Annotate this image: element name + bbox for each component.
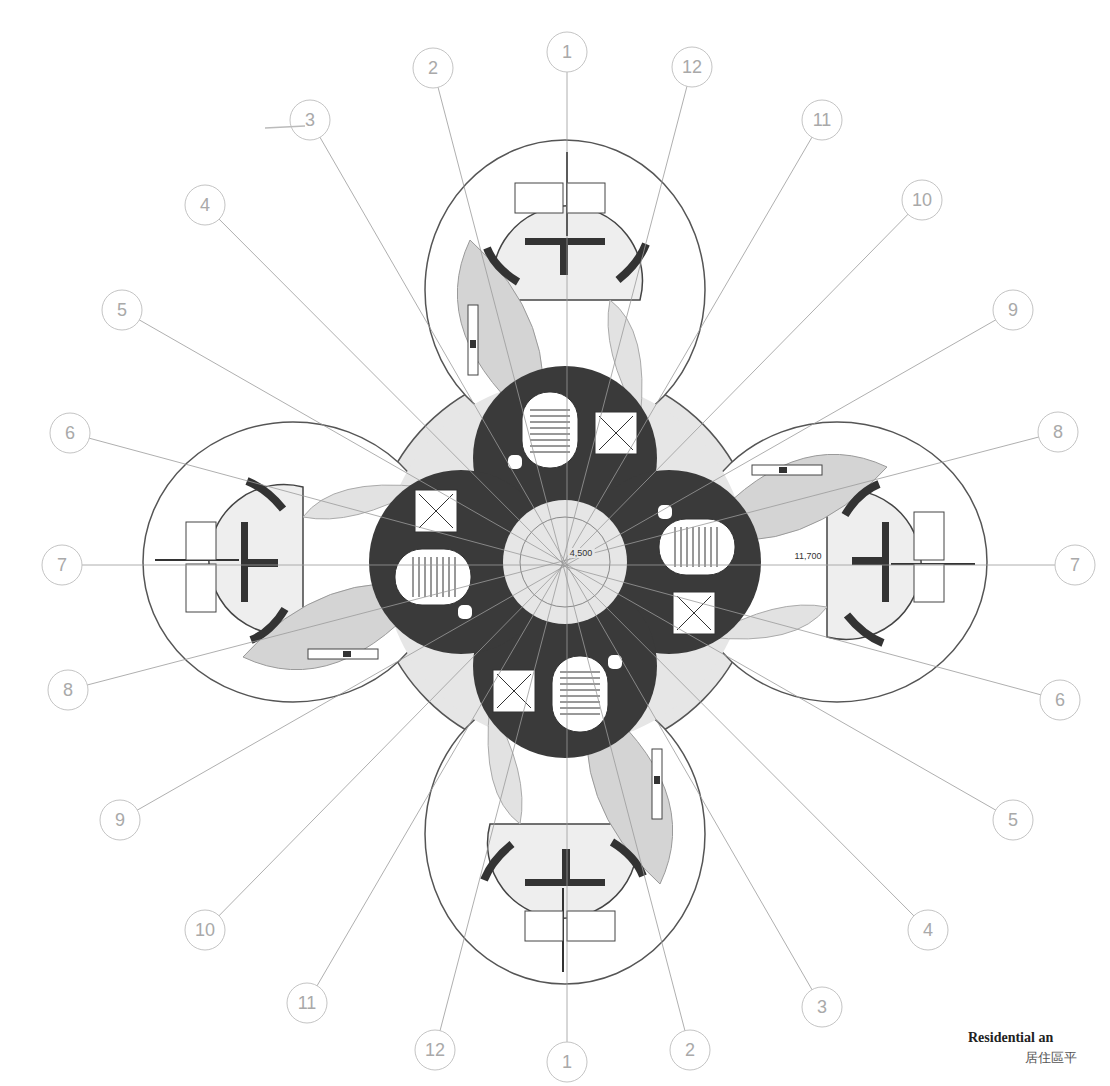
grid-axis-number: 3 — [305, 110, 315, 131]
grid-axis-number: 1 — [562, 1052, 572, 1073]
grid-axis-number: 5 — [1008, 810, 1018, 831]
grid-axis-number: 1 — [562, 42, 572, 63]
grid-axis-number: 12 — [425, 1040, 445, 1061]
dimension-label: 11,700 — [793, 551, 824, 561]
grid-axis-number: 8 — [1053, 422, 1063, 443]
dimension-label: 4,500 — [568, 548, 595, 558]
grid-axis-number: 7 — [1070, 555, 1080, 576]
grid-axis-number: 3 — [817, 997, 827, 1018]
caption-chinese: 居住區平 — [1025, 1049, 1077, 1067]
grid-axis-number: 11 — [298, 993, 317, 1014]
grid-axis-number: 6 — [1055, 690, 1065, 711]
grid-axis-number: 4 — [923, 920, 933, 941]
grid-axis-number: 12 — [682, 57, 702, 78]
grid-axis-number: 10 — [912, 190, 932, 211]
grid-axis-number: 2 — [685, 1040, 695, 1061]
grid-axis-number: 9 — [115, 810, 125, 831]
grid-axis-number: 7 — [57, 555, 67, 576]
figure-caption: Residential an — [968, 1030, 1053, 1046]
grid-axis-number: 9 — [1008, 300, 1018, 321]
grid-axis-number: 11 — [813, 110, 832, 131]
grid-axis-number: 4 — [200, 195, 210, 216]
grid-axis-number: 8 — [63, 680, 73, 701]
grid-axis-number: 5 — [117, 300, 127, 321]
grid-axis-number: 6 — [65, 423, 75, 444]
grid-axis-number: 10 — [195, 920, 215, 941]
grid-axis-number: 2 — [428, 58, 438, 79]
